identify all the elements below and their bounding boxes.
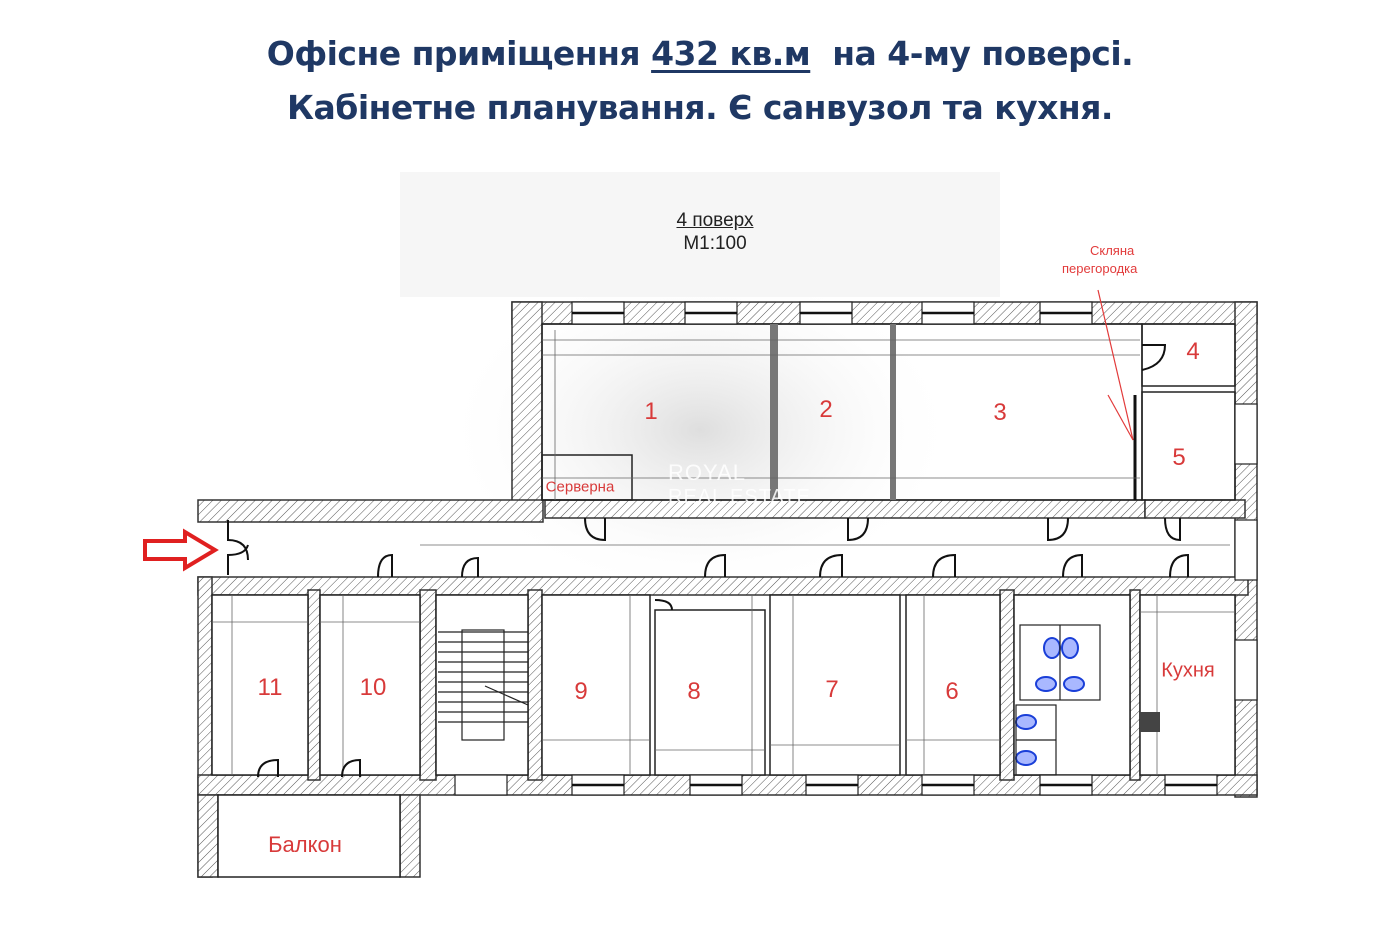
annotation-line: Скляна xyxy=(1090,243,1135,258)
room-label-6: 6 xyxy=(945,678,959,705)
room-label-server: Серверна xyxy=(545,478,615,496)
headline-text: Офісне приміщення xyxy=(266,34,652,73)
entrance-arrow-icon xyxy=(143,528,219,572)
annotation-line: перегородка xyxy=(1062,261,1138,276)
room-label-10: 10 xyxy=(359,674,387,701)
room-label-7: 7 xyxy=(825,676,839,703)
room-label-kitchen: Кухня xyxy=(1161,659,1215,682)
headline-line-1: Офісне приміщення 432 кв.м на 4-му повер… xyxy=(0,34,1400,73)
room-label-3: 3 xyxy=(993,399,1007,426)
watermark-line-2: REAL ESTATE xyxy=(668,486,811,508)
room-label-5: 5 xyxy=(1172,444,1186,471)
area-value: 432 кв.м xyxy=(651,34,811,73)
room-label-2: 2 xyxy=(819,396,833,423)
scale-label: М1:100 xyxy=(683,233,747,254)
watermark-line-1: ROYAL xyxy=(668,460,746,485)
headline-line-2: Кабінетне планування. Є санвузол та кухн… xyxy=(287,88,1113,127)
room-label-11: 11 xyxy=(257,674,283,701)
room-label-balcony: Балкон xyxy=(268,832,342,857)
room-label-8: 8 xyxy=(687,678,701,705)
headline-text: на 4-му поверсі. xyxy=(810,34,1134,73)
glass-partition-annotation: Скляна перегородка xyxy=(1062,242,1137,278)
floor-label: 4 поверх xyxy=(676,210,754,231)
room-label-1: 1 xyxy=(644,398,658,425)
room-label-4: 4 xyxy=(1186,338,1200,365)
room-label-9: 9 xyxy=(574,678,588,705)
